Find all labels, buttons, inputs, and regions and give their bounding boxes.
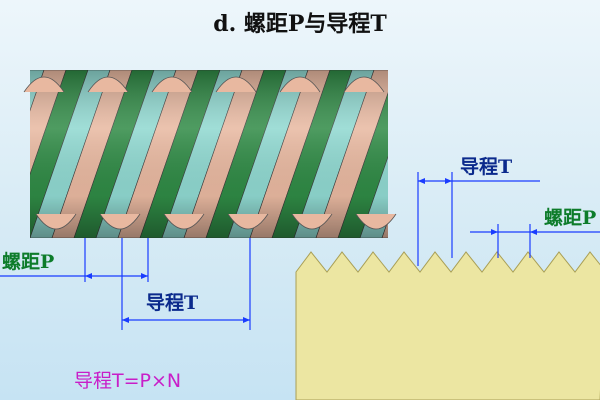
bolt-thread-teeth [296,252,600,400]
arrow [530,229,537,235]
arrow [85,273,92,279]
arrow [491,229,498,235]
right-pitch-label: 螺距P [544,203,596,230]
multi-start-screw [0,70,484,238]
arrow [418,178,425,184]
single-start-bolt [276,252,600,400]
left-lead-label: 导程T [146,288,198,315]
arrow [141,273,148,279]
arrow [243,317,250,323]
arrow [122,317,129,323]
lead-formula: 导程T=P×N [74,366,181,393]
left-pitch-label: 螺距P [2,247,54,274]
diagram-title: d. 螺距P与导程T [0,6,600,38]
arrow [445,178,452,184]
right-lead-label: 导程T [460,152,512,179]
helix-band [382,70,462,238]
screw-shading [30,70,388,238]
helix-band [0,70,22,238]
